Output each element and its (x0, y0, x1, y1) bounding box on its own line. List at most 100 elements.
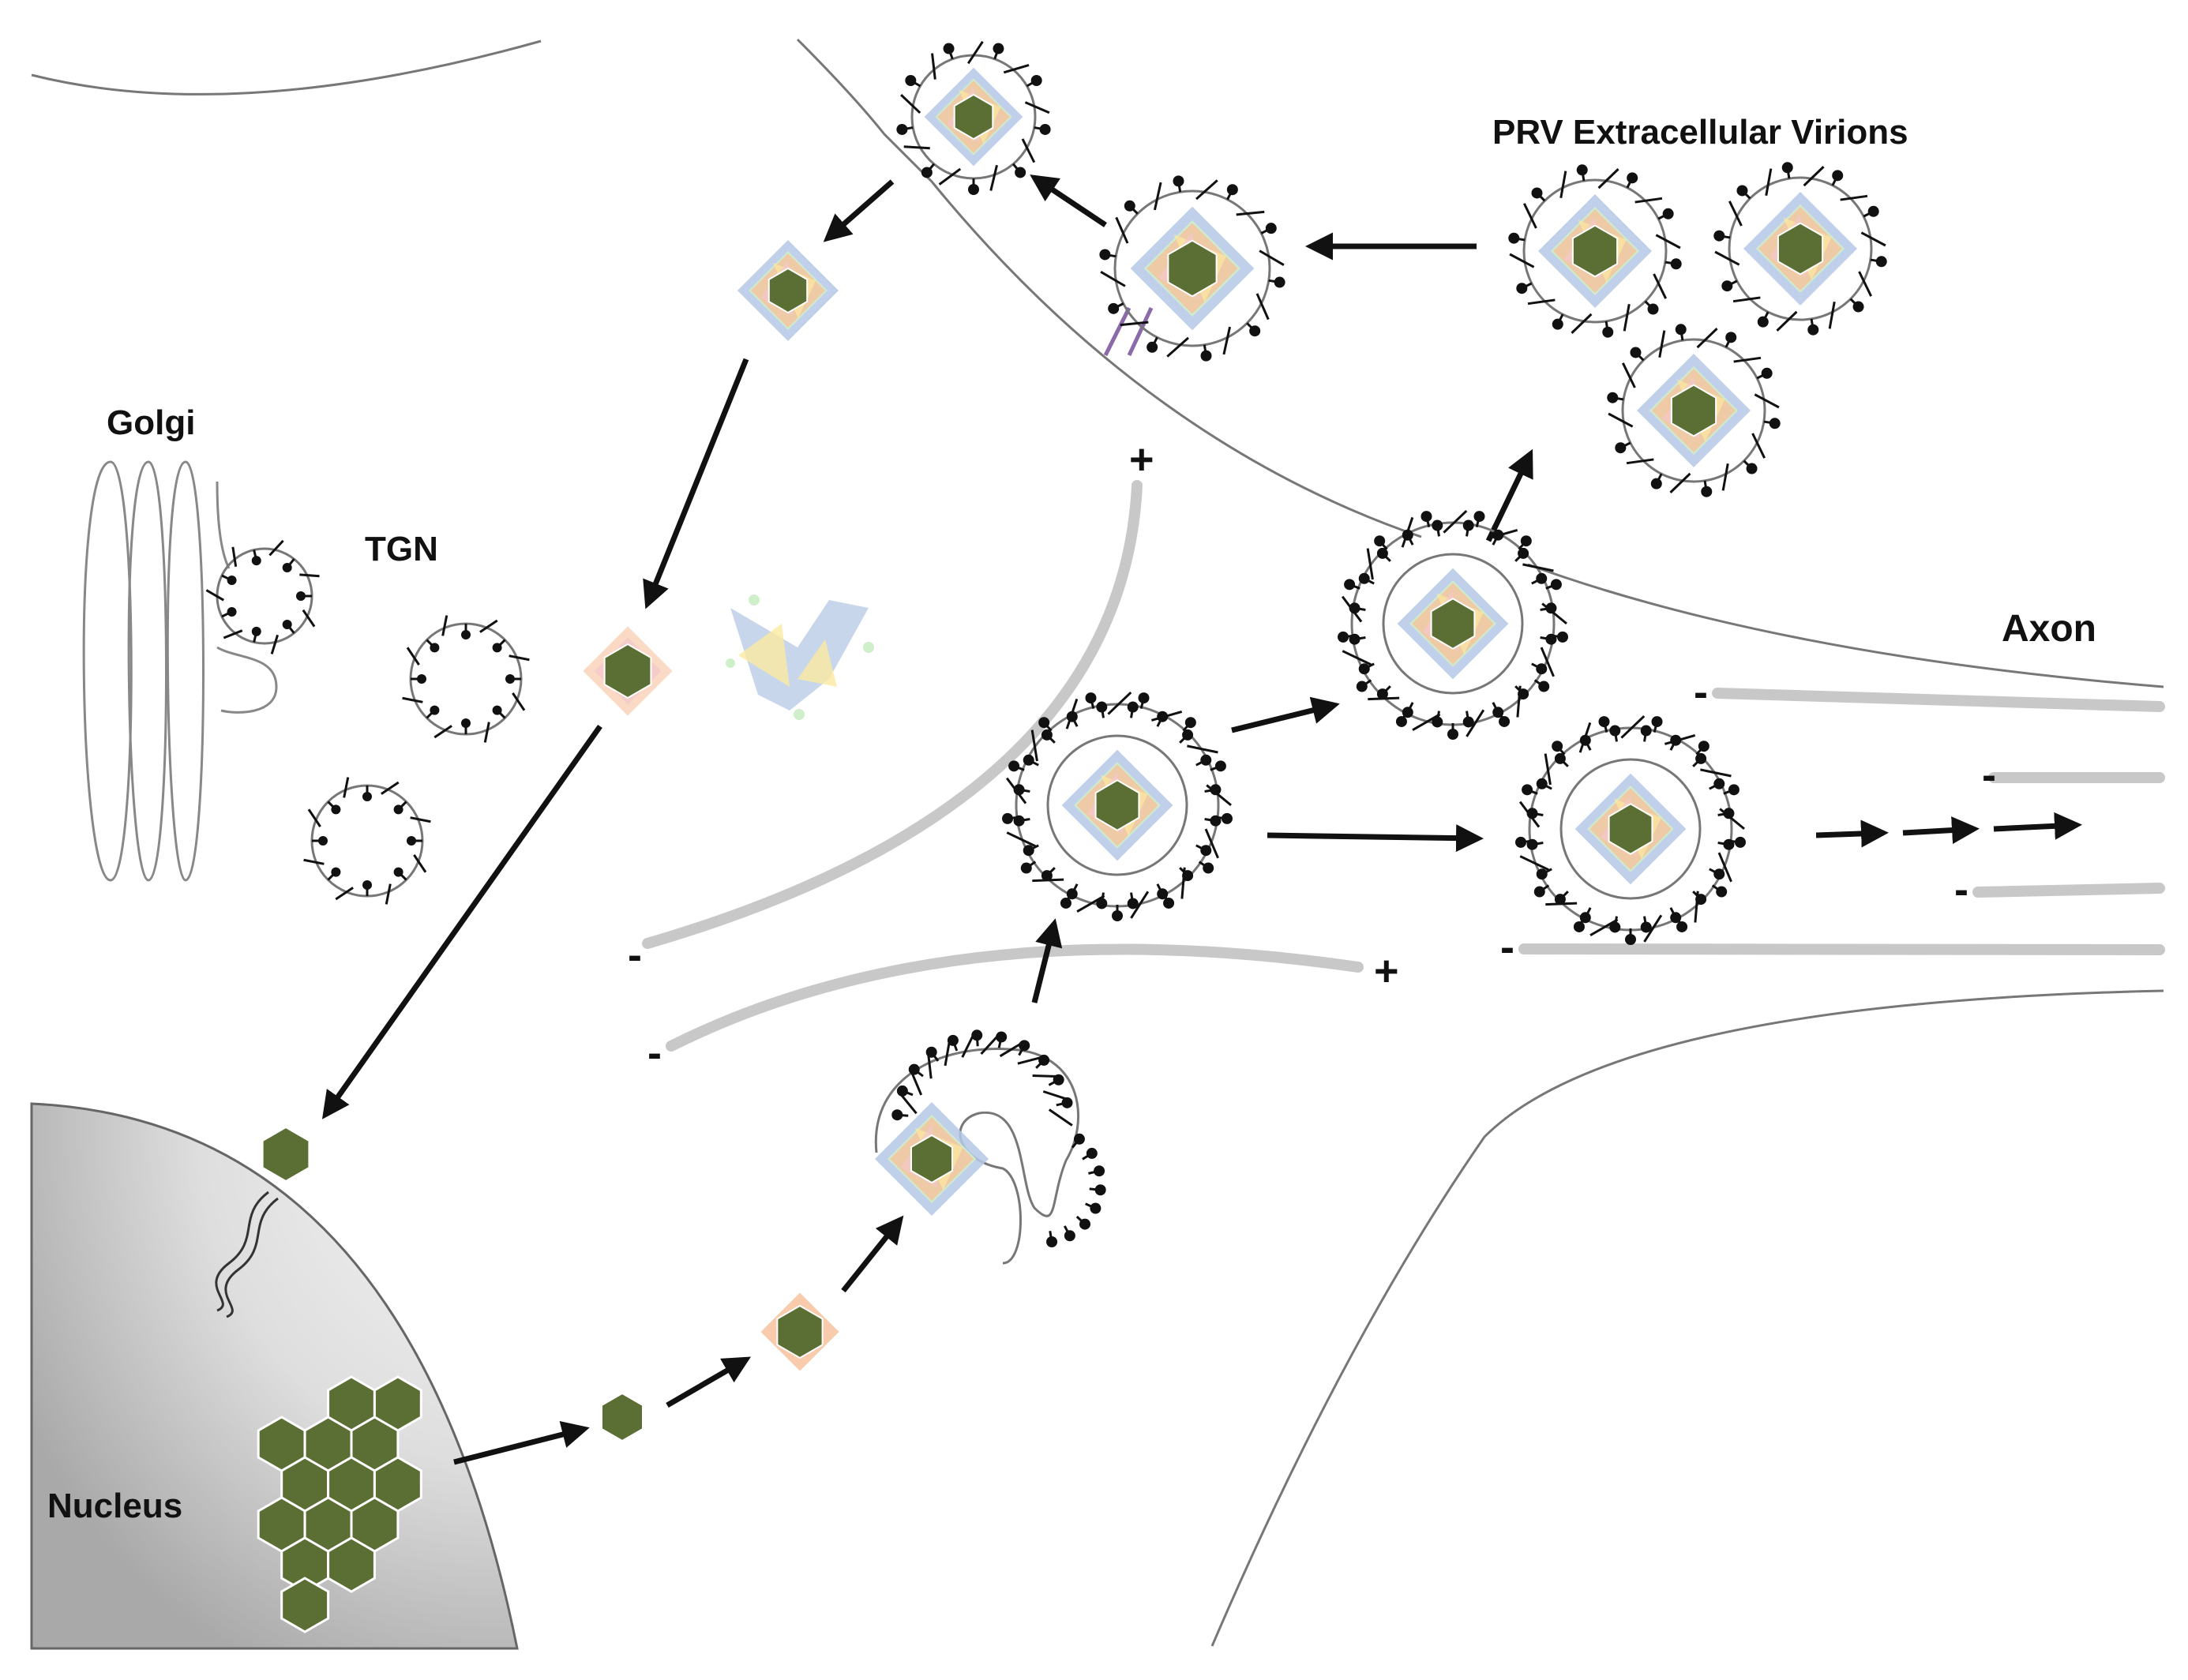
envelope-membrane (1559, 758, 1702, 900)
virion-axonal-transport (1515, 714, 1746, 945)
capsid-at-nuclear-pore (261, 1126, 310, 1183)
vesicle-glycoproteins (205, 539, 320, 654)
glycoprotein-spikes (896, 40, 1051, 195)
capsid-partial-tegument (583, 626, 673, 716)
arrow-to-fusion (1030, 174, 1107, 227)
tgn-vesicle-budding (205, 539, 320, 654)
vesicle-glycoproteins (402, 615, 530, 743)
transport-arrows (321, 174, 2082, 1465)
capsid-exiting-nucleus (601, 1392, 644, 1442)
neuron-membrane-top (796, 38, 1422, 538)
envelope-membrane (1728, 176, 1873, 321)
label-nucleus: Nucleus (47, 1487, 182, 1525)
polarity-plus-upper: + (1129, 436, 1154, 483)
virus-particles (205, 40, 1887, 1442)
capsid-icon (1094, 779, 1140, 831)
capsid-icon (601, 1392, 644, 1442)
nuclear-capsid-icon (327, 1536, 376, 1593)
vesicle-glycoproteins (303, 777, 431, 905)
capsid-icon (1777, 222, 1824, 276)
viral-genome-icon (215, 1191, 279, 1318)
arrow-to-extracellular (1485, 448, 1533, 542)
microtubule-axon-1 (1712, 688, 2165, 712)
microtubule-upper (642, 480, 1143, 949)
nuclear-capsid-cluster (257, 1375, 422, 1633)
glycoprotein-spikes (1349, 519, 1557, 728)
glycoprotein-spikes (1046, 1133, 1106, 1248)
capsid-icon (1670, 384, 1717, 437)
polarity-minus-upper: - (628, 932, 642, 979)
cell-receptor-icon (1103, 306, 1154, 357)
arrow-to-exocytosis (1231, 696, 1340, 733)
virion-fusing-at-membrane (896, 40, 1051, 195)
microtubules (642, 480, 2165, 1052)
golgi-tgn-budding (216, 481, 278, 714)
arrow-envelop-to-transport (1031, 918, 1063, 1003)
polarity-minus-axon-3: - (1954, 866, 1968, 913)
arrow-capsid-to-partial (643, 358, 749, 609)
nucleus (30, 1102, 519, 1650)
golgi-cisterna-1 (82, 460, 133, 882)
extracellular-virion-3 (1607, 324, 1781, 497)
glycoprotein-spikes (1013, 701, 1222, 909)
envelope-membrane (1046, 734, 1188, 876)
capsid-icon (1167, 239, 1218, 298)
polarity-plus-lower: + (1374, 947, 1399, 995)
arrow-to-axon (1267, 824, 1484, 853)
glycoprotein-spikes (1515, 714, 1746, 945)
capsid-icon (767, 267, 809, 314)
polarity-minus-axon-4: - (1500, 924, 1514, 971)
envelope-membrane (1522, 178, 1668, 324)
glycoprotein-spikes (1713, 162, 1887, 336)
tgn-vesicle-2 (303, 777, 431, 905)
capsid-icon (953, 93, 994, 141)
microtubule-axon-4 (1518, 943, 2165, 955)
glycoprotein-spikes (1338, 509, 1568, 740)
capsid-with-tegument (737, 240, 839, 341)
tgn-vesicle-1 (402, 615, 530, 743)
capsid-icon (1571, 224, 1619, 278)
envelope-membrane (1382, 553, 1524, 695)
golgi-cisterna-3 (166, 460, 205, 882)
arrow-tegument-to-envelop (841, 1215, 904, 1293)
polarity-minus-lower: - (647, 1029, 662, 1077)
label-golgi: Golgi (107, 403, 195, 442)
capsid-icon (910, 1134, 953, 1184)
envelope-membrane (1113, 189, 1271, 347)
arrow-axon-3 (1993, 812, 2082, 840)
labels: Golgi TGN Nucleus Axon PRV Extracellular… (47, 113, 2096, 1525)
polarity-minus-axon-1: - (1694, 669, 1708, 716)
virion-at-exocytosis (1338, 509, 1568, 740)
arrow-capsid-to-tegument (666, 1356, 752, 1408)
glycoprotein-spikes (1099, 175, 1285, 362)
extracellular-virion-2 (1713, 162, 1887, 336)
capsid-with-inner-tegument (760, 1292, 839, 1371)
arrow-entry-to-capsid (823, 179, 895, 242)
virion-binding-receptor (1099, 175, 1285, 362)
nuclear-envelope (30, 1102, 519, 1650)
axon-membrane-top (1527, 563, 2164, 688)
nuclear-capsid-icon (280, 1577, 330, 1633)
label-tgn: TGN (365, 530, 438, 568)
capsid-icon (603, 643, 652, 699)
microtubule-axon-3 (1972, 883, 2165, 898)
axon-membrane-bottom (1210, 989, 2164, 1647)
glycoprotein-spikes (1607, 324, 1781, 497)
arrow-nucleus-exit (453, 1420, 590, 1465)
capsid-icon (261, 1126, 310, 1183)
glycoprotein-spikes (1508, 164, 1682, 338)
label-axon: Axon (2002, 608, 2096, 650)
golgi-cisterna-2 (127, 460, 167, 882)
golgi-apparatus (82, 460, 278, 882)
shed-tegument-proteins (726, 594, 874, 720)
arrow-axon-1 (1815, 819, 1889, 848)
polarity-minus-axon-2: - (1982, 752, 1996, 799)
capsid-icon (1430, 598, 1476, 650)
glycoprotein-spikes (1526, 725, 1735, 933)
upper-cell-membrane (31, 39, 542, 96)
capsid-icon (776, 1304, 824, 1359)
cell-outlines (31, 38, 2164, 1647)
microtubule-lower (666, 943, 1364, 1052)
